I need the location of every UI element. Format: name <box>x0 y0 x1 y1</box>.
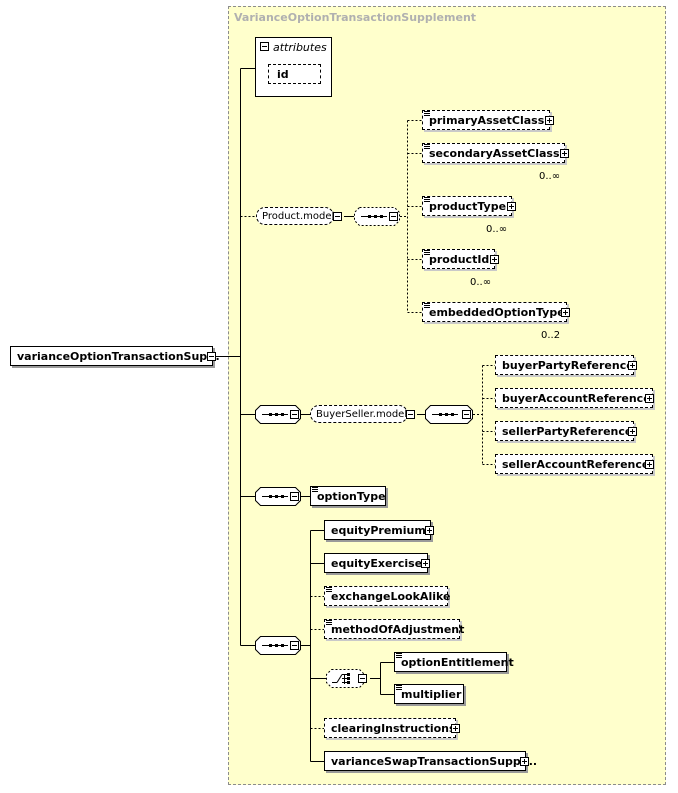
element-label: embeddedOptionType <box>429 305 565 319</box>
element-label: exchangeLookAlike <box>331 589 451 603</box>
collapse-icon[interactable] <box>389 212 398 221</box>
collapse-icon[interactable] <box>260 42 269 51</box>
element-label: varianceSwapTransactionSuppl... <box>331 754 538 768</box>
element-embeddedOptionType[interactable]: embeddedOptionType <box>422 302 567 322</box>
documentation-icon <box>312 487 318 492</box>
element-label: primaryAssetClass <box>429 113 545 127</box>
element-sellerAccountReference[interactable]: sellerAccountReference <box>495 454 653 474</box>
expand-icon[interactable] <box>645 460 654 469</box>
element-primaryAssetClass[interactable]: primaryAssetClass <box>422 110 550 130</box>
expand-icon[interactable] <box>561 308 570 317</box>
element-label: buyerAccountReference <box>502 391 651 405</box>
expand-icon[interactable] <box>628 361 637 370</box>
documentation-icon <box>424 144 430 149</box>
expand-icon[interactable] <box>545 116 554 125</box>
element-label: optionType <box>317 489 386 503</box>
cardinality-label: 0..2 <box>541 330 561 341</box>
expand-icon[interactable] <box>560 149 569 158</box>
expand-icon[interactable] <box>490 255 499 264</box>
element-varianceSwapTransactionSupplement[interactable]: varianceSwapTransactionSuppl... <box>324 751 537 771</box>
element-equityPremium[interactable]: equityPremium <box>324 520 431 540</box>
group-buyer-seller-model[interactable]: BuyerSeller.model <box>310 405 408 423</box>
cardinality-label: 0..∞ <box>470 277 492 288</box>
group-product-model[interactable]: Product.model <box>256 207 334 225</box>
expand-icon[interactable] <box>451 724 460 733</box>
documentation-icon <box>424 250 430 255</box>
group-buyer-seller-model-label: BuyerSeller.model <box>316 408 408 420</box>
expand-icon[interactable] <box>645 394 654 403</box>
collapse-icon[interactable] <box>358 674 367 683</box>
element-label: productType <box>429 199 507 213</box>
element-productId[interactable]: productId <box>422 249 495 269</box>
collapse-icon[interactable] <box>207 352 216 361</box>
documentation-icon <box>326 620 332 625</box>
element-label: methodOfAdjustment <box>331 622 465 636</box>
documentation-icon <box>396 685 402 690</box>
group-product-model-label: Product.model <box>262 210 335 222</box>
element-label: secondaryAssetClass <box>429 146 560 160</box>
collapse-icon[interactable] <box>290 410 299 419</box>
expand-icon[interactable] <box>520 757 529 766</box>
element-exchangeLookAlike[interactable]: exchangeLookAlike <box>324 586 451 606</box>
attributes-header: attributes <box>273 40 327 54</box>
element-secondaryAssetClass[interactable]: secondaryAssetClass <box>422 143 565 163</box>
cardinality-label: 0..∞ <box>539 171 561 182</box>
element-label: multiplier <box>401 687 462 701</box>
element-label: productId <box>429 252 490 266</box>
element-clearingInstructions[interactable]: clearingInstructions <box>324 718 456 738</box>
root-element-varianceOptionTransactionSupplement[interactable]: varianceOptionTransactionSup... <box>10 346 220 366</box>
collapse-icon[interactable] <box>333 212 342 221</box>
collapse-icon[interactable] <box>290 492 299 501</box>
element-label: equityExercise <box>331 556 423 570</box>
documentation-icon <box>396 653 402 658</box>
expand-icon[interactable] <box>628 427 637 436</box>
complex-type-title: VarianceOptionTransactionSupplement <box>234 11 477 24</box>
cardinality-label: 0..∞ <box>486 224 508 235</box>
element-sellerPartyReference[interactable]: sellerPartyReference <box>495 421 634 441</box>
documentation-icon <box>326 587 332 592</box>
element-label: optionEntitlement <box>401 655 514 669</box>
element-buyerPartyReference[interactable]: buyerPartyReference <box>495 355 634 375</box>
expand-icon[interactable] <box>507 202 516 211</box>
element-multiplier[interactable]: multiplier <box>394 684 464 704</box>
collapse-icon[interactable] <box>406 410 415 419</box>
attributes-box: attributes id <box>255 37 332 97</box>
element-label: buyerPartyReference <box>502 358 634 372</box>
element-label: sellerPartyReference <box>502 424 633 438</box>
documentation-icon <box>424 197 430 202</box>
collapse-icon[interactable] <box>462 410 471 419</box>
root-element-label: varianceOptionTransactionSup... <box>17 349 220 363</box>
element-label: sellerAccountReference <box>502 457 650 471</box>
attribute-id[interactable]: id <box>268 64 321 84</box>
expand-icon[interactable] <box>421 559 430 568</box>
element-optionEntitlement[interactable]: optionEntitlement <box>394 652 514 672</box>
element-optionType[interactable]: optionType <box>310 486 386 506</box>
collapse-icon[interactable] <box>290 641 299 650</box>
element-buyerAccountReference[interactable]: buyerAccountReference <box>495 388 653 408</box>
element-label: equityPremium <box>331 523 426 537</box>
element-methodOfAdjustment[interactable]: methodOfAdjustment <box>324 619 464 639</box>
element-equityExercise[interactable]: equityExercise <box>324 553 428 573</box>
documentation-icon <box>424 111 430 116</box>
element-label: clearingInstructions <box>331 721 456 735</box>
expand-icon[interactable] <box>425 526 434 535</box>
documentation-icon <box>424 303 430 308</box>
element-productType[interactable]: productType <box>422 196 512 216</box>
